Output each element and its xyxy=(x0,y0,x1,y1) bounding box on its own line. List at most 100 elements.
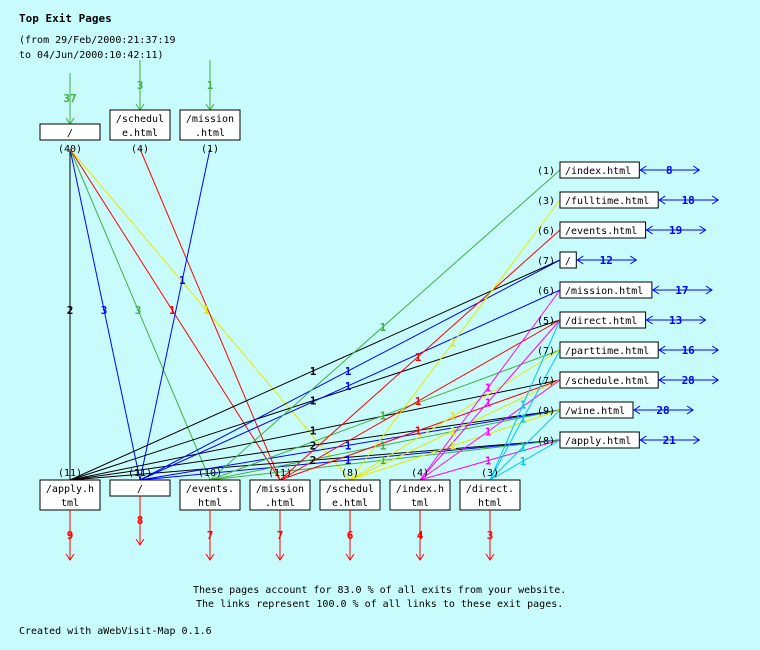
link-line xyxy=(489,349,561,481)
link-count: 1 xyxy=(450,337,457,350)
link-line xyxy=(69,409,561,481)
arrow-right-icon xyxy=(693,165,701,175)
top-node-box xyxy=(39,123,101,141)
next-node-count: (7) xyxy=(537,256,555,267)
link-count: 3 xyxy=(101,304,108,317)
arrow-down-icon xyxy=(415,553,425,561)
entry-count: 1 xyxy=(207,79,214,92)
link-count: 2 xyxy=(67,304,74,317)
exit-node-count: (11) xyxy=(128,468,152,479)
link-count: 1 xyxy=(380,439,387,452)
arrow-left-icon xyxy=(639,165,647,175)
arrow-right-icon xyxy=(693,435,701,445)
exit-node-label: tml xyxy=(411,498,429,509)
arrow-down-icon xyxy=(205,553,215,561)
link-count: 1 xyxy=(380,454,387,467)
arrow-left-icon xyxy=(651,285,660,295)
link-share-note: The links represent 100.0 % of all links… xyxy=(196,599,564,610)
link-line xyxy=(209,349,561,481)
exit-count: 8 xyxy=(137,514,144,527)
top-node-label: e.html xyxy=(122,128,158,139)
link-line xyxy=(279,229,561,481)
arrow-left-icon xyxy=(645,225,653,235)
link-count: 1 xyxy=(345,365,352,378)
edge-layer xyxy=(69,148,561,481)
link-line xyxy=(419,319,561,481)
link-line xyxy=(419,439,561,481)
link-line xyxy=(279,379,561,481)
link-count: 1 xyxy=(450,410,457,423)
top-node-count: (1) xyxy=(201,144,219,155)
link-line xyxy=(349,379,561,481)
link-line xyxy=(69,259,561,481)
link-count: 1 xyxy=(485,455,492,468)
next-node-label: /apply.html xyxy=(565,436,631,447)
arrow-left-icon xyxy=(658,195,666,205)
exit-count: 9 xyxy=(67,529,74,542)
next-node-label: /fulltime.html xyxy=(565,196,649,207)
next-count: 19 xyxy=(669,224,682,237)
exit-count: 7 xyxy=(207,529,214,542)
link-line xyxy=(419,379,561,481)
arrow-right-icon xyxy=(705,285,713,295)
arrow-left-icon xyxy=(658,375,666,385)
exit-node-label: html xyxy=(478,498,502,509)
link-count: 1 xyxy=(520,399,527,412)
next-count: 18 xyxy=(682,194,695,207)
page-title: Top Exit Pages xyxy=(19,12,112,25)
exit-count: 6 xyxy=(347,529,354,542)
arrow-down-icon xyxy=(135,538,145,546)
exit-node-box xyxy=(459,479,521,511)
exit-node-box xyxy=(39,479,101,511)
top-node-count: (40) xyxy=(58,144,82,155)
link-count: 1 xyxy=(520,441,527,454)
link-count: 2 xyxy=(310,439,317,452)
link-count: 1 xyxy=(485,396,492,409)
link-count: 2 xyxy=(310,454,317,467)
exit-node-count: (8) xyxy=(341,468,359,479)
next-node-count: (7) xyxy=(537,376,555,387)
arrow-left-icon xyxy=(658,345,666,355)
exit-node-label: / xyxy=(137,484,143,495)
next-count: 12 xyxy=(600,254,613,267)
arrow-right-icon xyxy=(699,315,707,325)
date-range-end: to 04/Jun/2000:10:42:11) xyxy=(19,50,164,61)
link-count: 1 xyxy=(345,454,352,467)
arrow-left-icon xyxy=(576,255,584,265)
link-line xyxy=(349,409,561,481)
next-node-count: (1) xyxy=(537,166,555,177)
link-count: 1 xyxy=(203,304,210,317)
exit-node-label: /apply.h xyxy=(46,484,94,495)
link-count: 1 xyxy=(520,413,527,426)
top-node-label: /mission xyxy=(186,114,234,125)
arrow-right-icon xyxy=(699,225,707,235)
next-count: 28 xyxy=(656,404,669,417)
credit-text: Created with aWebVisit-Map 0.1.6 xyxy=(19,626,212,637)
link-count: 1 xyxy=(485,425,492,438)
arrow-right-icon xyxy=(630,255,638,265)
arrow-down-icon xyxy=(345,553,355,561)
arrow-left-icon xyxy=(633,405,641,415)
arrow-down-icon xyxy=(275,553,285,561)
arrow-left-icon xyxy=(639,435,647,445)
link-count: 1 xyxy=(520,455,527,468)
arrow-right-icon xyxy=(711,345,720,355)
exit-count: 4 xyxy=(417,529,424,542)
next-node-label: /schedule.html xyxy=(565,376,649,387)
link-count: 1 xyxy=(169,304,176,317)
exit-node-label: /index.h xyxy=(396,484,444,495)
exit-node-box xyxy=(249,479,311,511)
link-count: 1 xyxy=(310,365,317,378)
link-line xyxy=(139,148,211,481)
exit-node-count: (4) xyxy=(411,468,429,479)
exit-node-count: (11) xyxy=(58,468,82,479)
link-count: 1 xyxy=(310,395,317,408)
link-count: 1 xyxy=(310,424,317,437)
link-line xyxy=(489,439,561,481)
exit-node-label: .html xyxy=(265,498,295,509)
link-line xyxy=(209,169,561,481)
entry-count: 37 xyxy=(63,92,76,105)
link-count: 1 xyxy=(415,351,422,364)
next-node-count: (7) xyxy=(537,346,555,357)
